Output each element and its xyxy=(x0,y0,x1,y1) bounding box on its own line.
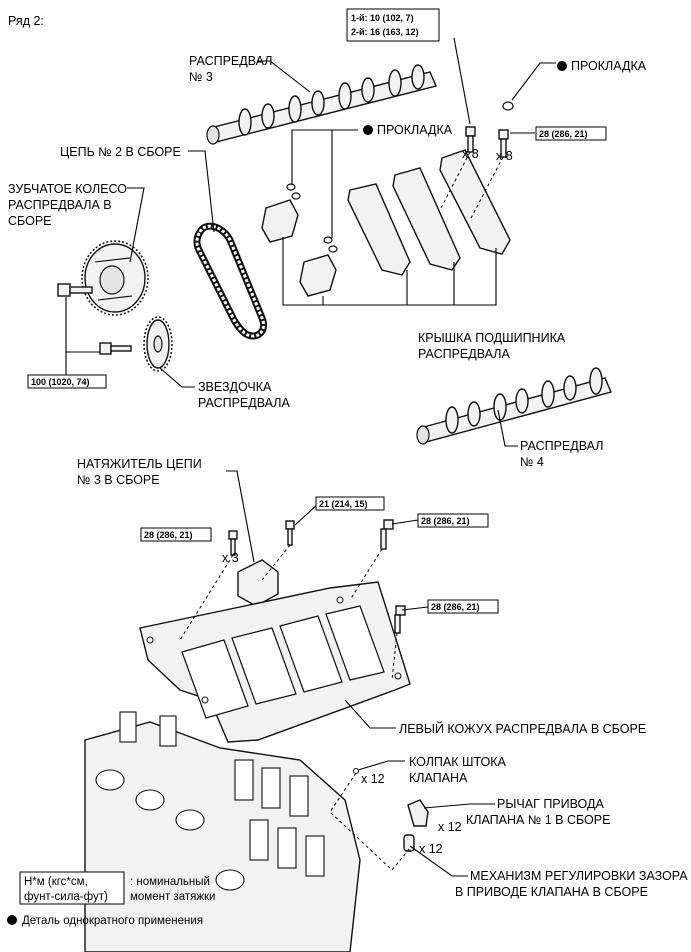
qty-x3: x 3 xyxy=(222,551,239,565)
svg-text:28 (286, 21): 28 (286, 21) xyxy=(421,516,470,526)
legend-unit-desc: : номинальный момент затяжки xyxy=(130,876,215,903)
cylinder-head-drawing xyxy=(84,711,361,952)
non-reusable-marker xyxy=(363,125,373,135)
tensioner-drawing xyxy=(228,530,279,607)
torque-box-bearing-cap-b: 28 (286, 21) xyxy=(535,126,607,141)
camshaft-3-drawing xyxy=(206,64,437,145)
svg-text:2-й: 16 (163, 12): 2-й: 16 (163, 12) xyxy=(351,27,419,37)
installation-dashed-lines xyxy=(179,151,504,871)
label-bearing-cap: КРЫШКА ПОДШИПНИКА РАСПРЕДВАЛА xyxy=(418,331,569,361)
legend: Н*м (кгс*см, фунт-сила-фут) : номинальны… xyxy=(7,871,215,927)
qty-x12-a: x 12 xyxy=(361,772,385,786)
svg-text:28 (286, 21): 28 (286, 21) xyxy=(144,530,193,540)
leader-lines xyxy=(65,37,556,877)
label-gasket-mid: ПРОКЛАДКА xyxy=(377,123,453,137)
label-rocker-arm: РЫЧАГ ПРИВОДА КЛАПАНА № 1 В СБОРЕ xyxy=(466,797,610,827)
torque-box-sprocket: 100 (1020, 74) xyxy=(27,374,107,389)
label-chain-2: ЦЕПЬ № 2 В СБОРЕ xyxy=(60,145,181,159)
label-camshaft-3: РАСПРЕДВАЛ № 3 xyxy=(189,54,276,84)
torque-box-housing-28a: 28 (286, 21) xyxy=(417,513,489,528)
valve-stem-cap-drawing xyxy=(353,768,359,774)
rocker-arm-drawing xyxy=(407,799,429,827)
gaskets-drawing xyxy=(286,101,514,253)
torque-box-housing-21: 21 (214, 15) xyxy=(315,496,385,511)
svg-text:28 (286, 21): 28 (286, 21) xyxy=(539,129,588,139)
camshaft-timing-gear-drawing xyxy=(81,240,149,316)
label-gasket-top: ПРОКЛАДКА xyxy=(571,59,647,73)
non-reusable-marker xyxy=(557,61,567,71)
qty-x12-c: x 12 xyxy=(419,842,443,856)
legend-unit-text: Н*м (кгс*см, фунт-сила-фут) xyxy=(24,876,108,903)
page-title: Ряд 2: xyxy=(8,14,44,28)
bearing-caps-drawing xyxy=(261,149,511,297)
torque-box-tensioner: 28 (286, 21) xyxy=(140,527,212,542)
sprocket-bolt-2-drawing xyxy=(99,342,132,355)
label-cam-sprocket: ЗВЕЗДОЧКА РАСПРЕДВАЛА xyxy=(198,380,290,410)
bearing-cap-bolts-drawing xyxy=(465,126,509,158)
legend-non-reusable-text: Деталь однократного применения xyxy=(22,915,203,927)
torque-box-housing-28b: 28 (286, 21) xyxy=(427,599,499,614)
label-timing-gear: ЗУБЧАТОЕ КОЛЕСО РАСПРЕДВАЛА В СБОРЕ xyxy=(8,182,131,228)
svg-text:1-й: 10 (102, 7): 1-й: 10 (102, 7) xyxy=(351,13,414,23)
chain-2-drawing xyxy=(193,222,267,340)
lash-adjuster-drawing xyxy=(403,834,415,852)
label-tensioner: НАТЯЖИТЕЛЬ ЦЕПИ № 3 В СБОРЕ xyxy=(77,457,205,487)
qty-x8-a: x 8 xyxy=(462,147,479,161)
legend-unit-box xyxy=(19,871,125,905)
label-lash-adjuster: МЕХАНИЗМ РЕГУЛИРОВКИ ЗАЗОРА В ПРИВОДЕ КЛ… xyxy=(455,869,691,899)
torque-box-bearing-cap-steps: 1-й: 10 (102, 7) 2-й: 16 (163, 12) xyxy=(346,8,440,42)
legend-non-reusable-marker xyxy=(7,915,17,925)
label-cam-housing: ЛЕВЫЙ КОЖУХ РАСПРЕДВАЛА В СБОРЕ xyxy=(399,721,646,736)
camshaft-4-drawing xyxy=(416,367,612,445)
label-valve-stem-cap: КОЛПАК ШТОКА КЛАПАНА xyxy=(409,755,509,785)
sprocket-bolt-drawing xyxy=(57,283,93,297)
camshaft-housing-drawing xyxy=(139,581,411,743)
svg-text:28 (286, 21): 28 (286, 21) xyxy=(431,602,480,612)
camshaft-sprocket-drawing xyxy=(143,316,173,372)
svg-text:100 (1020, 74): 100 (1020, 74) xyxy=(31,377,90,387)
qty-x12-b: x 12 xyxy=(438,820,462,834)
label-camshaft-4: РАСПРЕДВАЛ № 4 xyxy=(520,439,607,469)
svg-text:21 (214, 15): 21 (214, 15) xyxy=(319,499,368,509)
qty-x8-b: x 8 xyxy=(496,149,513,163)
